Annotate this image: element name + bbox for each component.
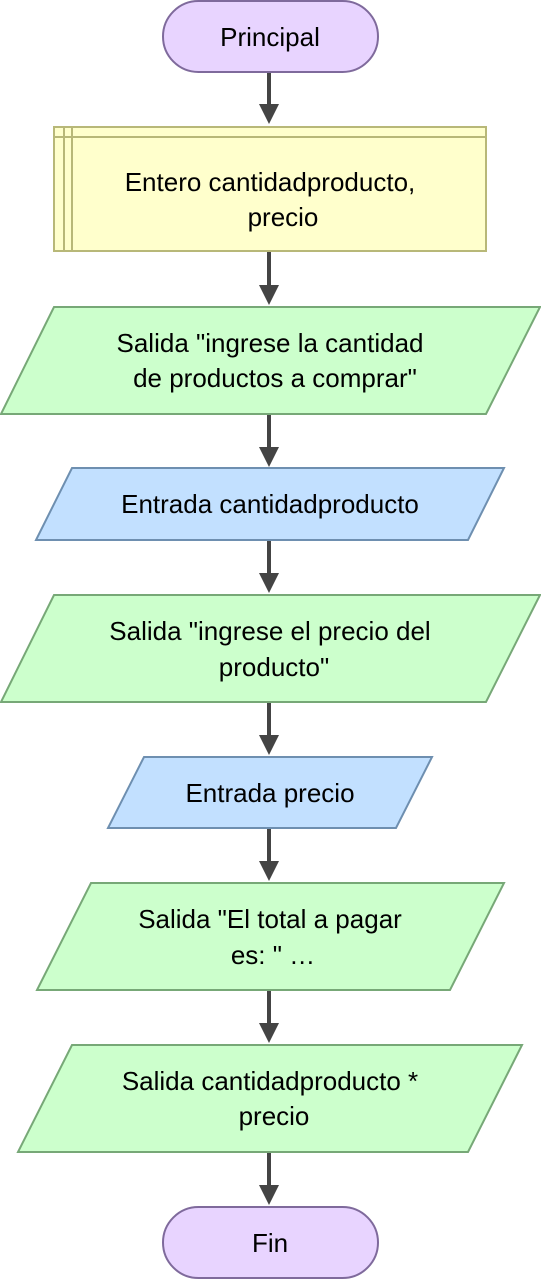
output3-line-2: es: " …: [231, 940, 315, 970]
output-block-4[interactable]: Salida cantidadproducto * precio: [16, 1044, 524, 1153]
connectors: [259, 72, 279, 1205]
output1-line-1: Salida "ingrese la cantidad: [117, 328, 424, 358]
output-block-1[interactable]: Salida "ingrese la cantidad de productos…: [0, 306, 541, 415]
arrow-output4-to-end: [259, 1152, 279, 1205]
output2-line-1: Salida "ingrese el precio del: [109, 616, 430, 646]
input-block-2[interactable]: Entrada precio: [106, 756, 434, 829]
output4-line-2: precio: [239, 1101, 310, 1131]
arrow-input2-to-output3: [259, 828, 279, 881]
input2-line-1: Entrada precio: [185, 778, 354, 808]
input-block-1[interactable]: Entrada cantidadproducto: [34, 467, 506, 541]
arrow-input1-to-output2: [259, 540, 279, 593]
arrow-output3-to-output4: [259, 990, 279, 1043]
output3-line-1: Salida "El total a pagar: [138, 904, 402, 934]
output2-line-2: producto": [219, 652, 329, 682]
end-terminal[interactable]: Fin: [162, 1206, 379, 1279]
declaration-line-2: precio: [248, 202, 319, 232]
output4-line-1: Salida cantidadproducto *: [122, 1066, 418, 1096]
declaration-block[interactable]: Entero cantidadproducto, precio: [53, 126, 487, 252]
output1-line-2: de productos a comprar": [133, 363, 417, 393]
start-terminal[interactable]: Principal: [162, 0, 379, 73]
output-block-3[interactable]: Salida "El total a pagar es: " …: [35, 882, 506, 991]
output-block-2[interactable]: Salida "ingrese el precio del producto": [0, 594, 541, 703]
arrow-start-to-declaration: [259, 72, 279, 124]
arrow-output2-to-input2: [259, 702, 279, 755]
declaration-line-1: Entero cantidadproducto,: [125, 167, 416, 197]
arrow-declaration-to-output1: [259, 252, 279, 305]
arrow-output1-to-input1: [259, 414, 279, 467]
input1-line-1: Entrada cantidadproducto: [121, 489, 419, 519]
start-label: Principal: [220, 22, 320, 52]
end-label: Fin: [252, 1228, 288, 1258]
